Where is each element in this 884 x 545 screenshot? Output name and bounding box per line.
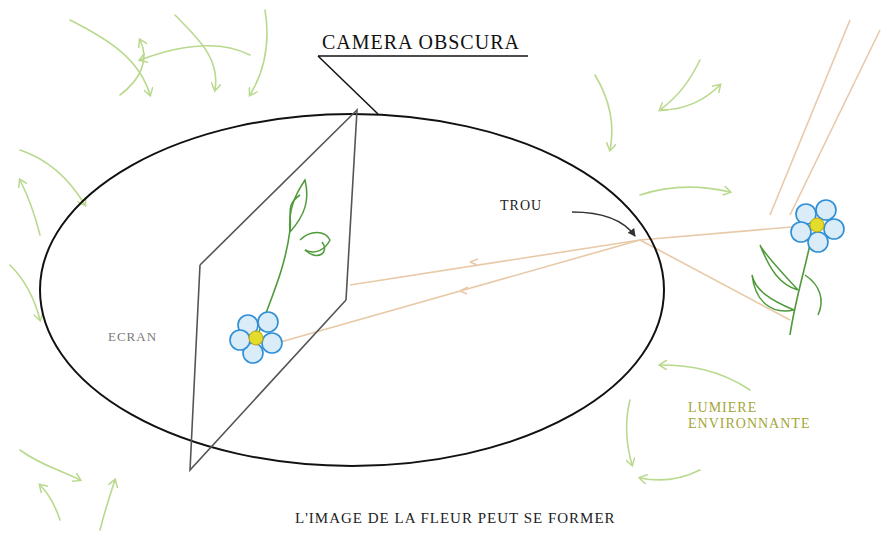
diagram-caption: L'IMAGE DE LA FLEUR PEUT SE FORMER — [295, 510, 616, 527]
inverted-flower-image — [230, 180, 330, 363]
title-leader — [318, 56, 528, 114]
camera-body — [40, 114, 664, 466]
ambient-light-arrows — [10, 10, 750, 530]
screen-label: ECRAN — [108, 330, 157, 345]
flower — [752, 200, 844, 335]
diagram-title: CAMERA OBSCURA — [322, 31, 520, 54]
hole-pointer — [572, 212, 635, 236]
ambient-light-label: LUMIERE ENVIRONNANTE — [688, 400, 868, 432]
screen — [190, 110, 357, 470]
hole-label: TROU — [500, 198, 542, 214]
light-rays — [270, 20, 880, 345]
